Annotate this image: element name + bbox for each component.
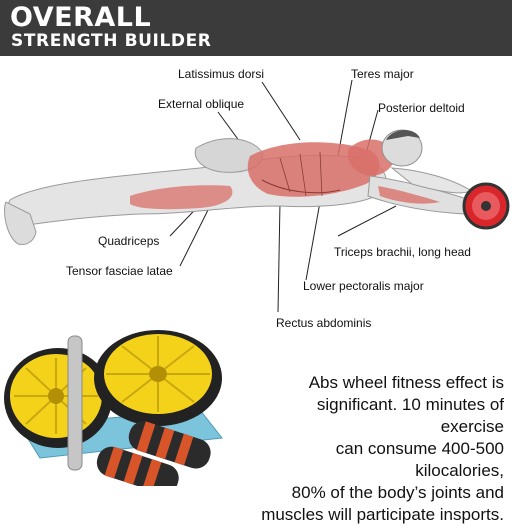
description-text: Abs wheel fitness effect is significant.… (256, 372, 504, 526)
metal-rod (67, 335, 83, 471)
label-triceps-brachii: Triceps brachii, long head (334, 245, 471, 259)
title: OVERALL (10, 2, 152, 33)
header-banner: OVERALL STRENGTH BUILDER (0, 0, 512, 56)
label-tensor-fasciae-latae: Tensor fasciae latae (66, 264, 173, 278)
description-line: Abs wheel fitness effect is (308, 373, 504, 392)
label-rectus-abdominis: Rectus abdominis (276, 316, 372, 330)
description-line: 80% of the body’s joints and (291, 483, 504, 502)
ab-wheel-left (4, 348, 112, 448)
label-latissimus-dorsi: Latissimus dorsi (178, 67, 265, 81)
label-quadriceps: Quadriceps (98, 234, 160, 248)
anatomy-figure (4, 79, 510, 313)
description-line: can consume 400-500 kilocalories, (335, 439, 504, 480)
description-line: significant. 10 minutes of exercise (316, 395, 504, 436)
description-line: muscles will participate insports. (261, 505, 504, 524)
label-external-oblique: External oblique (158, 97, 245, 111)
label-teres-major: Teres major (351, 67, 414, 81)
equipment-illustration (4, 330, 223, 486)
handle-grips (96, 421, 211, 486)
label-posterior-deltoid: Posterior deltoid (378, 101, 465, 115)
subtitle: STRENGTH BUILDER (11, 31, 212, 51)
ab-wheel-right (94, 330, 222, 426)
label-lower-pectoralis-major: Lower pectoralis major (303, 279, 424, 293)
ab-wheel-small (462, 182, 510, 230)
body-shape (4, 129, 475, 245)
